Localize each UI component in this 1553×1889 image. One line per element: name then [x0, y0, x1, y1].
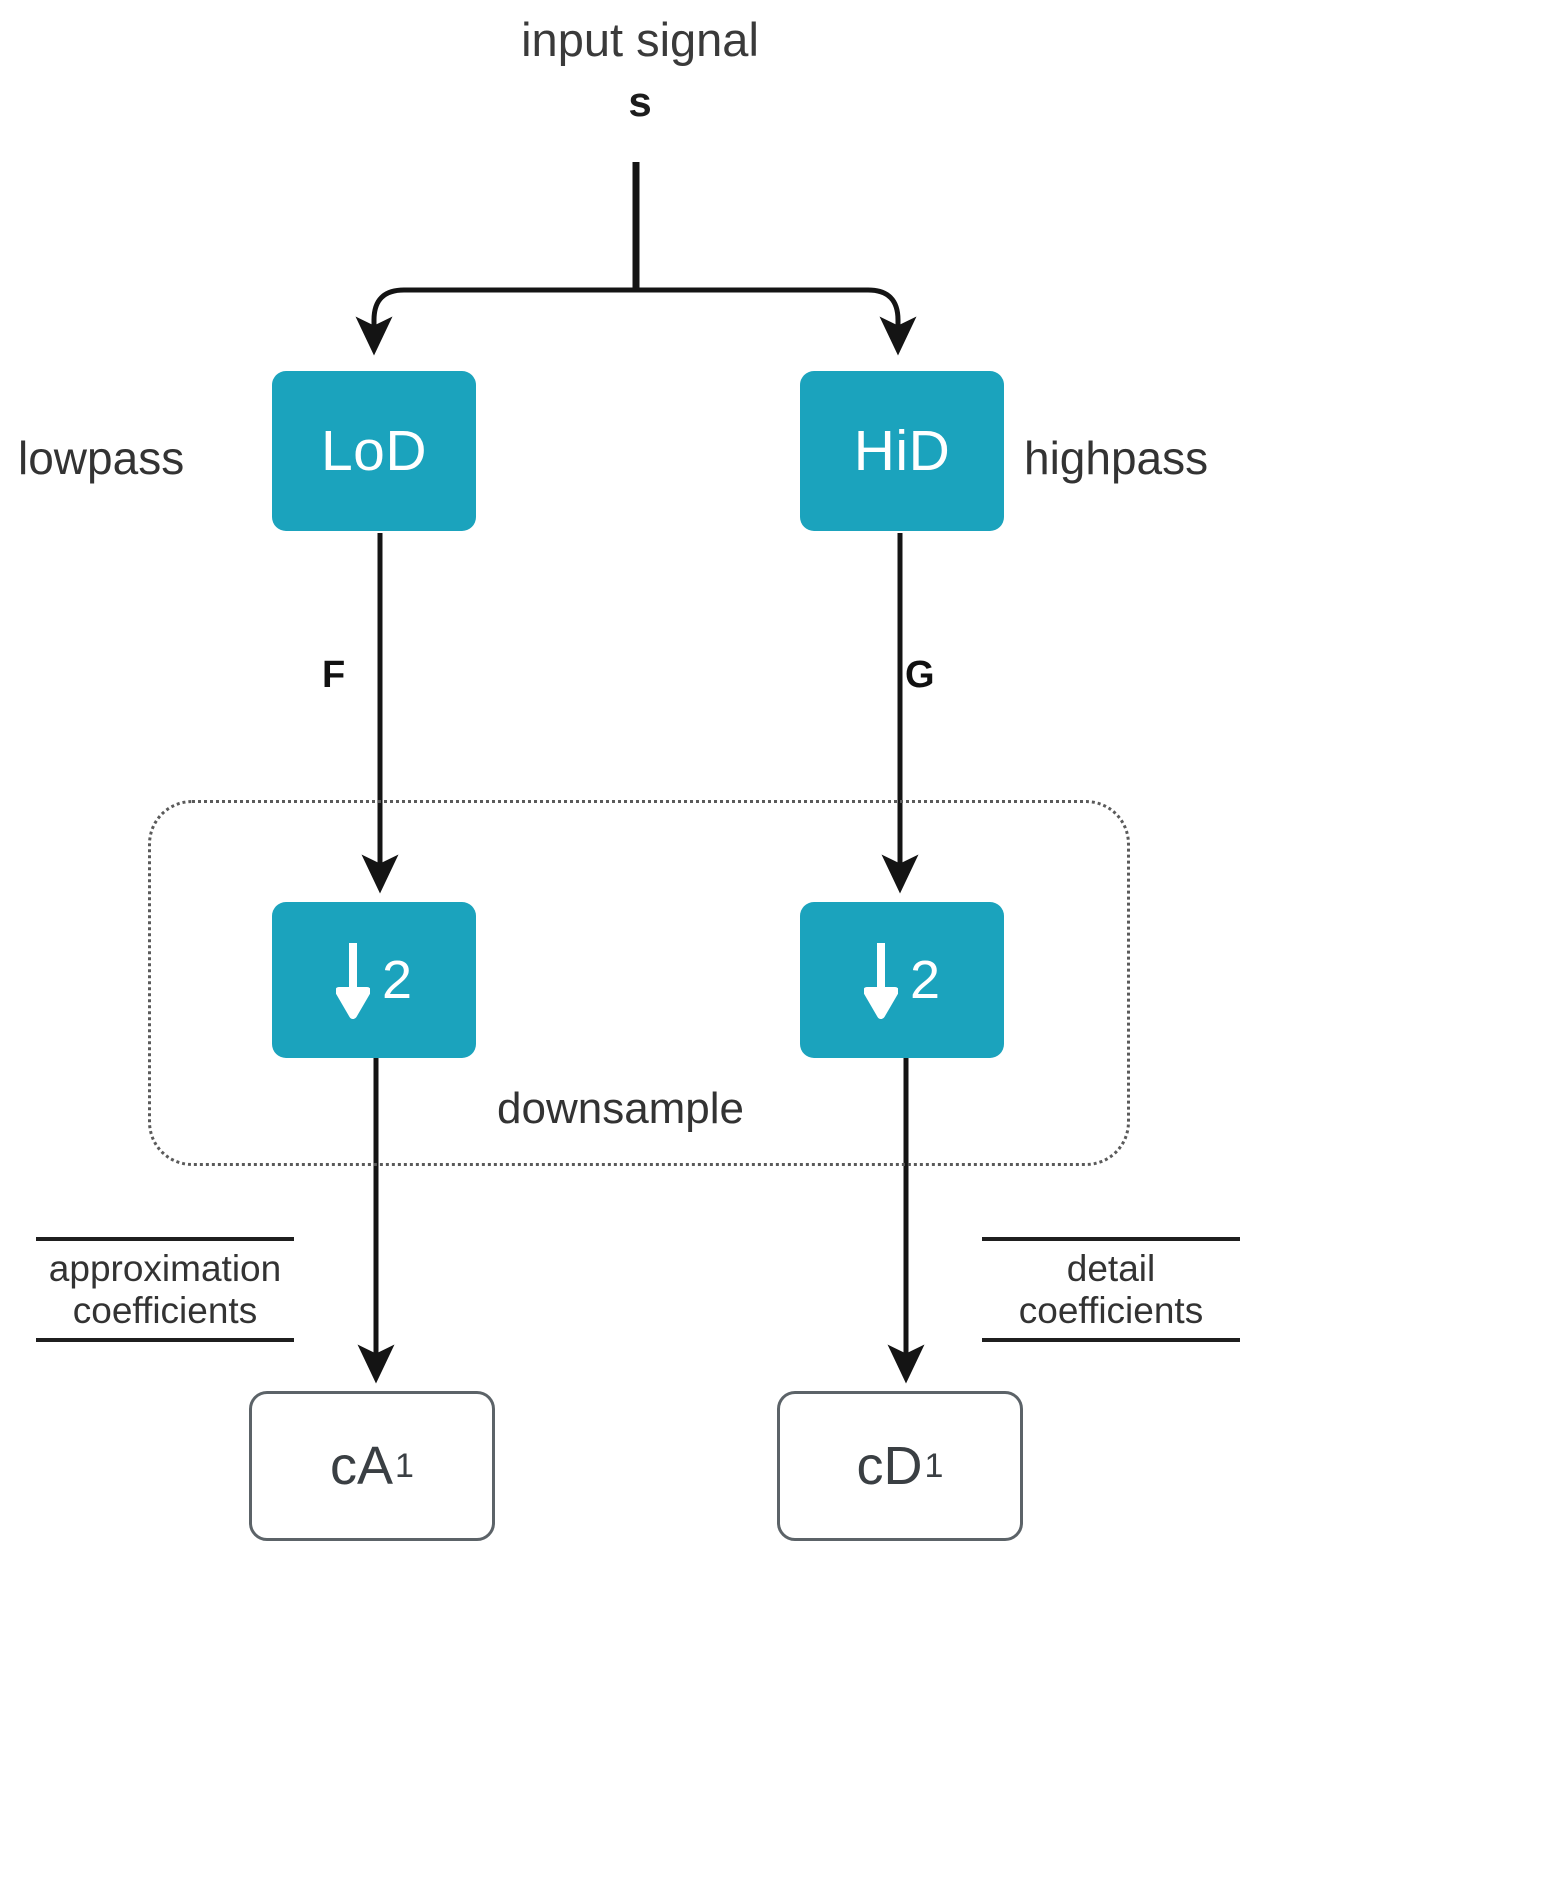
approximation-coefficients-line1: approximation [48, 1248, 282, 1289]
output-ca-subscript: 1 [395, 1446, 414, 1485]
lowpass-edge-letter: F [322, 654, 346, 696]
approximation-coefficients-line2: coefficients [72, 1290, 258, 1332]
downsample-factor-approximation: 2 [381, 950, 413, 1010]
downsample-region-label: downsample [497, 1084, 745, 1133]
output-cd-base: cD [856, 1436, 923, 1496]
highpass-filter-block[interactable]: HiD [800, 371, 1004, 531]
highpass-filter-label: HiD [853, 419, 951, 483]
lowpass-filter-label: LoD [320, 419, 428, 483]
detail-coefficients-line2: coefficients [1018, 1290, 1204, 1332]
output-ca-base: cA [330, 1436, 394, 1496]
page-title: input signal [521, 13, 759, 66]
lowpass-label: lowpass [18, 432, 185, 484]
highpass-label: highpass [1024, 432, 1209, 484]
down-arrow-icon [335, 943, 370, 1019]
detail-coefficients-line1: detail [1066, 1248, 1156, 1289]
downsample-region-outline [148, 800, 1130, 1166]
downsample-block-approximation[interactable]: 2 [272, 902, 476, 1058]
downsample-factor-detail: 2 [909, 950, 941, 1010]
input-signal-symbol: s [628, 78, 652, 125]
approximation-coefficients-annotation: approximation coefficients [36, 1237, 294, 1343]
lowpass-filter-block[interactable]: LoD [272, 371, 476, 531]
highpass-edge-letter: G [905, 654, 935, 696]
output-cd-subscript: 1 [924, 1446, 944, 1485]
down-arrow-icon [863, 943, 898, 1019]
downsample-block-detail[interactable]: 2 [800, 902, 1004, 1058]
detail-coefficients-annotation: detail coefficients [982, 1237, 1240, 1343]
